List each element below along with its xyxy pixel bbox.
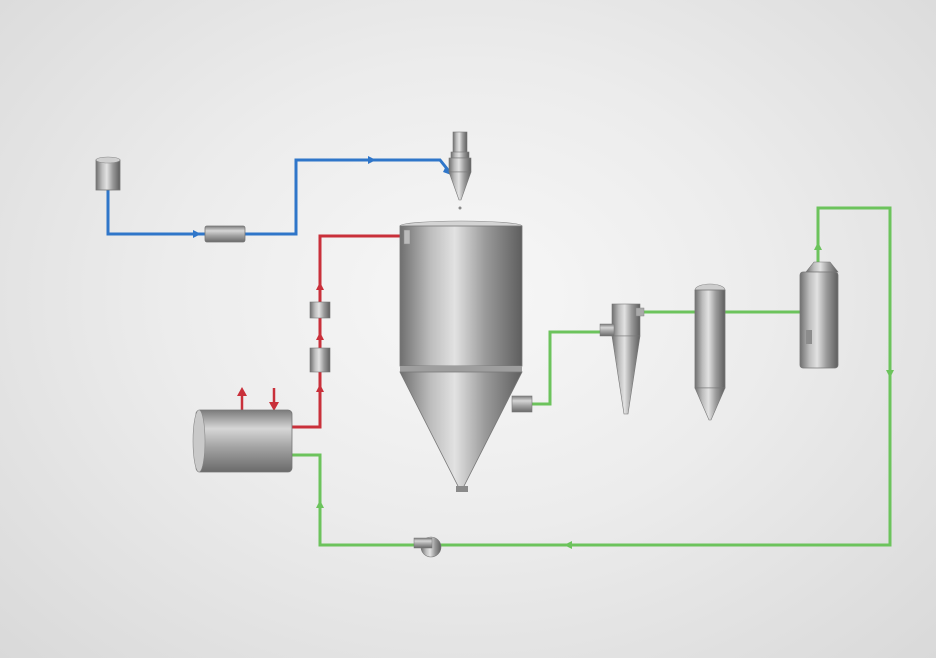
hot-gas-line	[237, 234, 404, 429]
drying-chamber	[399, 220, 533, 492]
heater	[192, 409, 293, 473]
exhaust-gas-line	[292, 206, 894, 549]
atomizer-nozzle	[448, 131, 472, 210]
circulation-fan	[413, 536, 442, 558]
inline-filter-top	[309, 301, 331, 319]
cyclone-separator	[599, 303, 645, 415]
inline-filter-bottom	[309, 347, 331, 373]
condenser	[799, 261, 839, 369]
feed-tank	[95, 156, 121, 191]
feed-pump	[204, 225, 246, 243]
liquid-feed-line	[106, 156, 458, 238]
bag-filter	[694, 283, 726, 421]
